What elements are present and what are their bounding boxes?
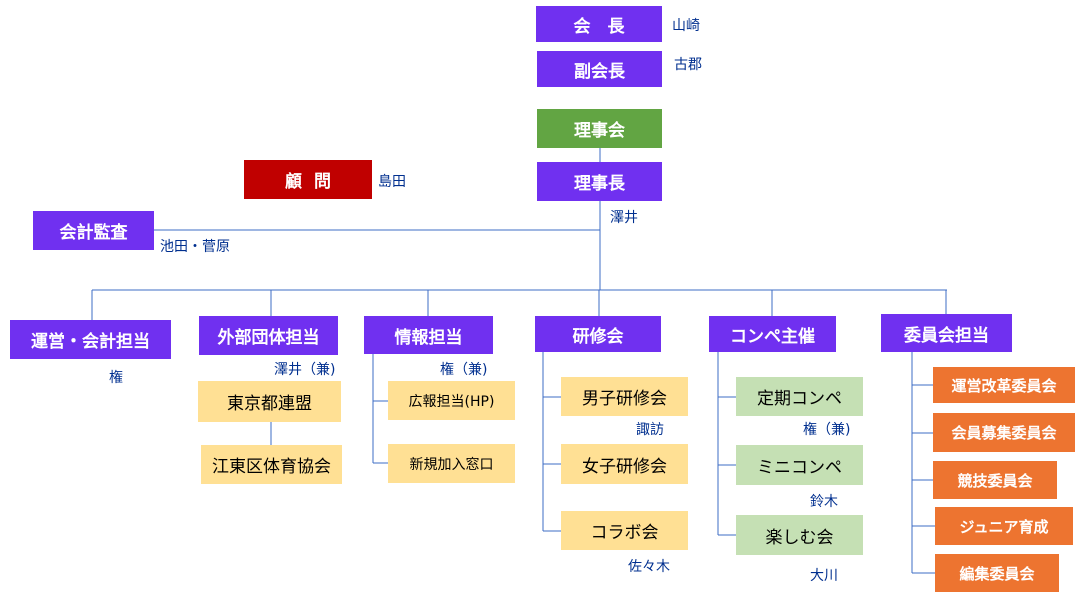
vice-chairman-box: 副会長: [537, 51, 662, 87]
dept-operations-title: 運営・会計担当: [31, 332, 150, 352]
board-chair-box: 理事長: [537, 162, 662, 201]
training-child-men-name: 諏訪: [636, 422, 664, 438]
advisor-title: 顧問: [285, 172, 343, 192]
competition-child-fun-name: 大川: [810, 568, 838, 584]
dept-competition-box: コンペ主催: [709, 316, 836, 352]
committee-recruitment-label: 会員募集委員会: [951, 424, 1057, 442]
vice-chairman-title: 副会長: [574, 61, 625, 82]
competition-child-regular: 定期コンペ: [736, 377, 863, 416]
info-child-new-member-label: 新規加入窓口: [409, 456, 494, 473]
committee-junior: ジュニア育成: [935, 507, 1073, 545]
auditor-box: 会計監査: [33, 211, 154, 250]
training-child-collab: コラボ会: [561, 511, 688, 550]
advisor-box: 顧問: [244, 160, 372, 199]
training-child-collab-label: コラボ会: [590, 523, 659, 543]
board-box: 理事会: [537, 109, 662, 148]
info-child-hp: 広報担当(HP): [388, 381, 515, 420]
dept-training-box: 研修会: [535, 316, 661, 352]
dept-operations-name: 権: [109, 370, 123, 386]
vice-chairman-name: 古郡: [674, 57, 702, 73]
committee-reform: 運営改革委員会: [933, 367, 1075, 403]
auditor-title: 会計監査: [59, 223, 128, 243]
external-child-koto: 江東区体育協会: [201, 445, 342, 484]
dept-info-box: 情報担当: [364, 316, 493, 354]
competition-child-fun: 楽しむ会: [736, 515, 863, 555]
training-child-women-label: 女子研修会: [582, 456, 667, 477]
committee-recruitment: 会員募集委員会: [933, 413, 1075, 452]
board-title: 理事会: [574, 121, 625, 141]
chairman-name: 山崎: [672, 18, 700, 34]
dept-external-name: 澤井（兼): [274, 362, 336, 378]
committee-competition: 競技委員会: [933, 461, 1057, 499]
info-child-hp-label: 広報担当(HP): [408, 393, 495, 410]
training-child-collab-name: 佐々木: [628, 559, 670, 575]
committee-junior-label: ジュニア育成: [959, 517, 1049, 536]
info-child-new-member: 新規加入窓口: [388, 444, 515, 483]
training-child-men: 男子研修会: [561, 377, 688, 416]
competition-child-regular-name: 権（兼): [803, 422, 851, 438]
competition-child-regular-label: 定期コンペ: [757, 389, 842, 409]
committee-reform-label: 運営改革委員会: [951, 376, 1057, 395]
chairman-box: 会 長: [536, 6, 662, 42]
training-child-women: 女子研修会: [561, 444, 688, 484]
external-child-tokyo: 東京都連盟: [198, 381, 341, 422]
chairman-title: 会 長: [573, 16, 625, 37]
committee-editorial-label: 編集委員会: [959, 564, 1035, 583]
dept-operations-box: 運営・会計担当: [10, 320, 171, 359]
auditor-name: 池田・菅原: [160, 239, 230, 255]
training-child-men-label: 男子研修会: [582, 389, 667, 409]
committee-competition-label: 競技委員会: [957, 471, 1033, 490]
advisor-name: 島田: [378, 174, 406, 190]
dept-competition-title: コンペ主催: [730, 326, 815, 347]
dept-info-title: 情報担当: [394, 327, 463, 348]
external-child-koto-label: 江東区体育協会: [212, 457, 331, 477]
dept-external-title: 外部団体担当: [217, 328, 320, 348]
dept-info-name: 権（兼): [440, 362, 488, 378]
external-child-tokyo-label: 東京都連盟: [227, 394, 312, 414]
dept-training-title: 研修会: [572, 326, 624, 347]
competition-child-mini: ミニコンペ: [736, 445, 863, 485]
competition-child-fun-label: 楽しむ会: [765, 527, 834, 548]
dept-external-box: 外部団体担当: [199, 316, 338, 355]
dept-committees-title: 委員会担当: [904, 325, 989, 346]
competition-child-mini-label: ミニコンペ: [757, 457, 842, 478]
board-chair-name: 澤井: [610, 210, 638, 226]
dept-committees-box: 委員会担当: [881, 314, 1012, 352]
board-chair-title: 理事長: [574, 174, 625, 194]
committee-editorial: 編集委員会: [935, 554, 1059, 592]
competition-child-mini-name: 鈴木: [810, 494, 838, 510]
